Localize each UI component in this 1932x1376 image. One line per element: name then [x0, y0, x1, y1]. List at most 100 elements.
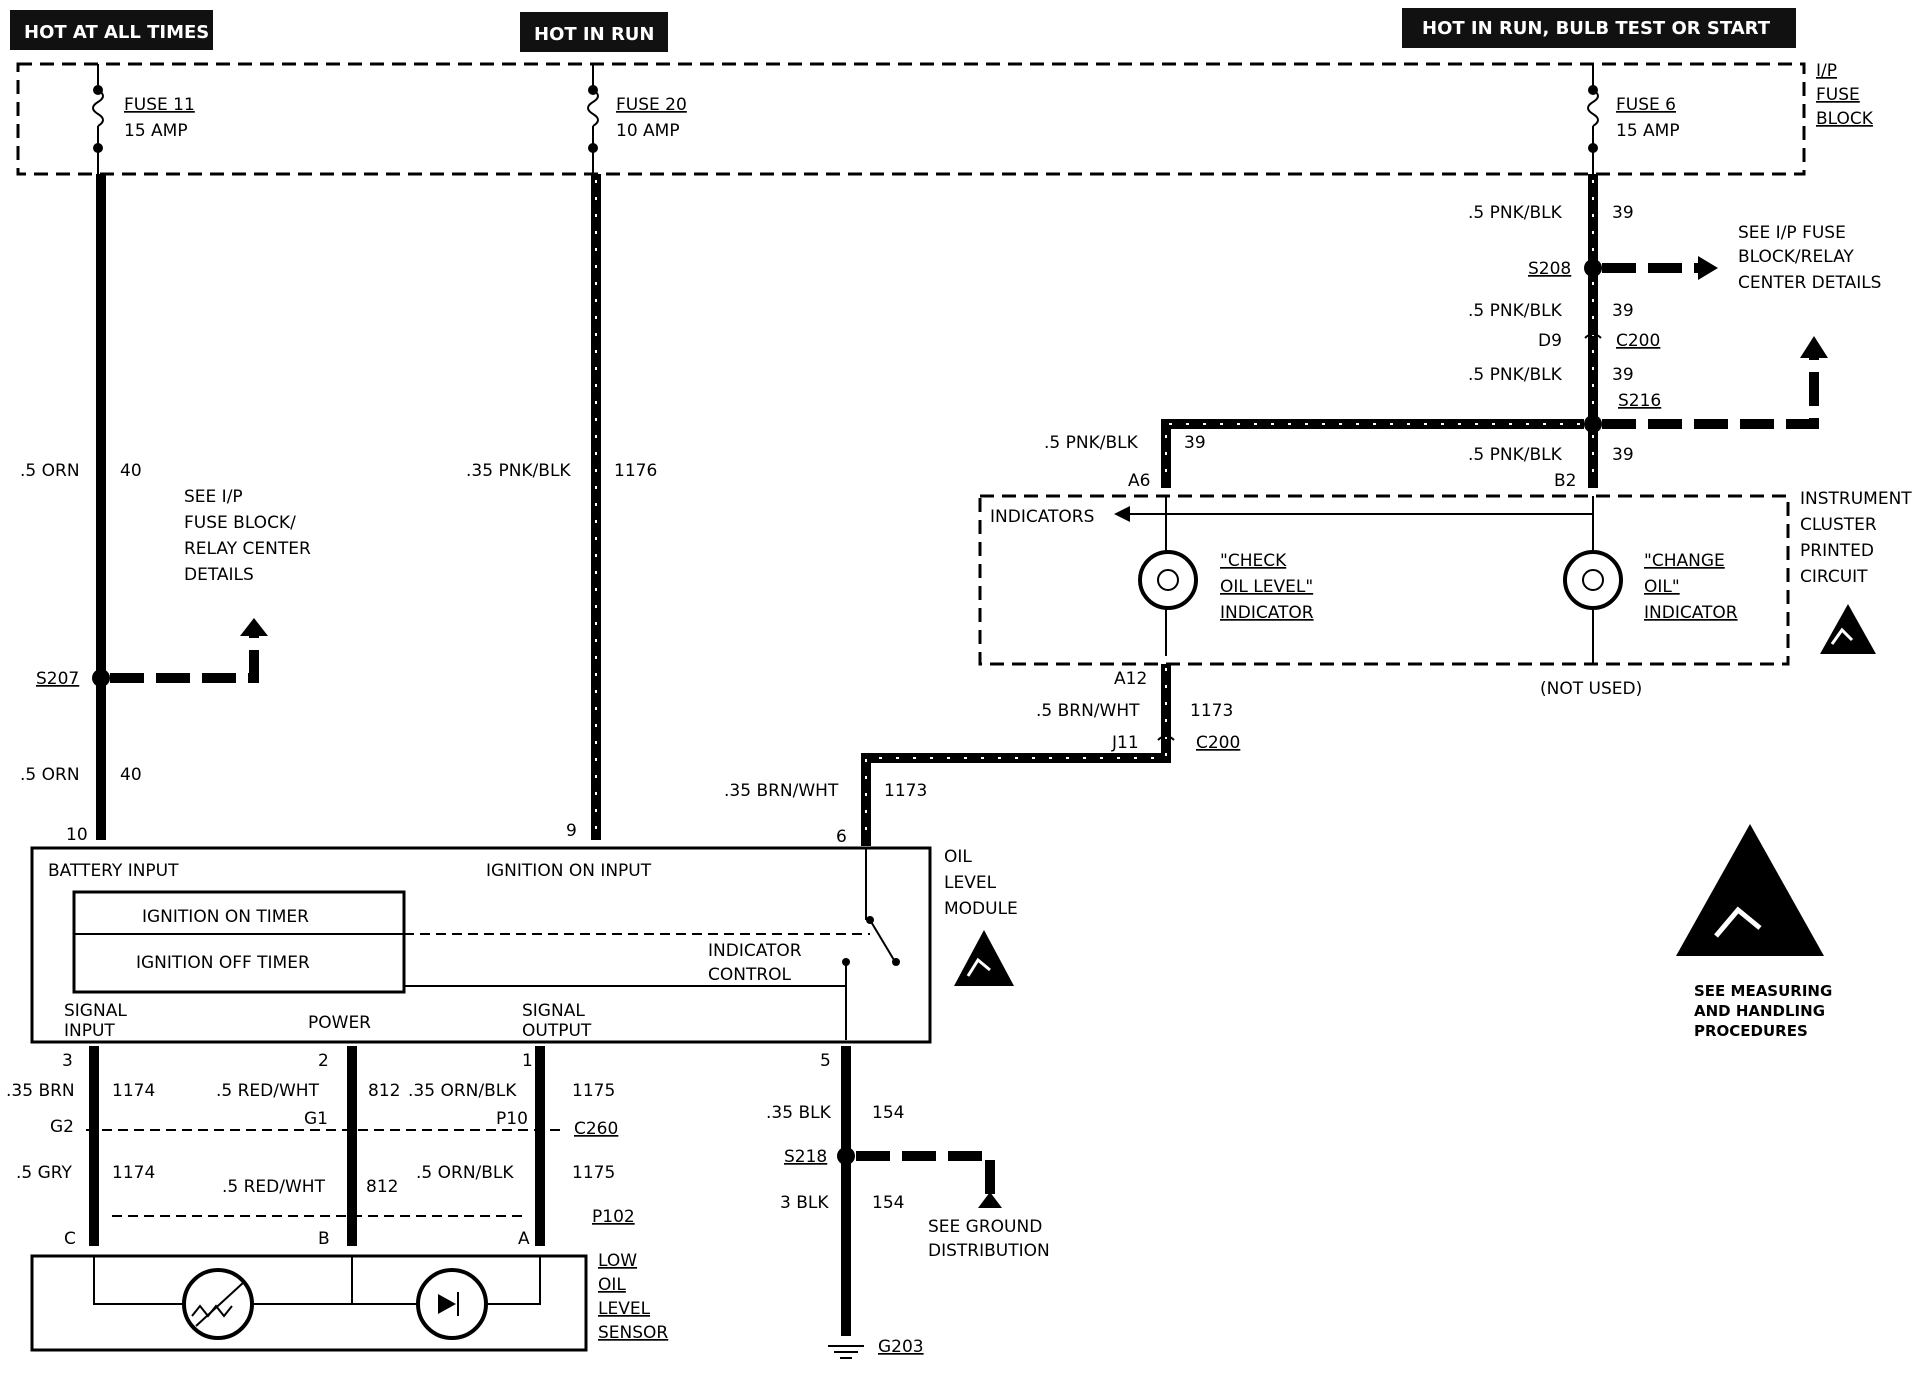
- see-ip-left-3: RELAY CENTER: [184, 539, 311, 559]
- ign-on-timer-label: IGNITION ON TIMER: [142, 907, 309, 927]
- signal-output-label-1: SIGNAL: [522, 1001, 585, 1021]
- fuse-block-label-1: I/P: [1816, 61, 1837, 81]
- change-oil-lamp: [1563, 550, 1623, 610]
- battery-input-label: BATTERY INPUT: [48, 861, 179, 881]
- fuse-block-label-3: BLOCK: [1816, 109, 1874, 129]
- fuse-block-label-2: FUSE: [1816, 85, 1860, 105]
- wire-label-r4: .5 PNK/BLK: [1468, 445, 1563, 465]
- indicator-control-label-1: INDICATOR: [708, 941, 802, 961]
- connector-a6: A6: [1128, 471, 1150, 491]
- wire-num-r4: 39: [1612, 445, 1634, 465]
- change-oil-label-2: OIL": [1644, 577, 1680, 597]
- wire-label-redwht-a: .5 RED/WHT: [216, 1081, 320, 1101]
- cluster-title-1: INSTRUMENT: [1800, 489, 1912, 509]
- sensor-title-3: LEVEL: [598, 1299, 651, 1319]
- header-hot-in-run-bulb-test: HOT IN RUN, BULB TEST OR START: [1402, 8, 1796, 48]
- pin-3: 3: [62, 1051, 73, 1071]
- connector-p10: P10: [496, 1109, 528, 1129]
- see-ip-left-1: SEE I/P: [184, 487, 243, 507]
- cluster-title-4: CIRCUIT: [1800, 567, 1868, 587]
- wire-label-brnwht-a: .5 BRN/WHT: [1036, 701, 1140, 721]
- sensor-internal-wiring: [93, 1256, 541, 1305]
- ground-symbol-icon: [828, 1345, 864, 1359]
- wire-label-r2: .5 PNK/BLK: [1468, 301, 1563, 321]
- wire-num-gry: 1174: [112, 1163, 155, 1183]
- svg-text:10 AMP: 10 AMP: [616, 121, 680, 141]
- esd-note-1: SEE MEASURING: [1694, 982, 1832, 1000]
- module-title-3: MODULE: [944, 899, 1018, 919]
- wire-num-pnkblk-1176: 1176: [614, 461, 657, 481]
- svg-text:FUSE 11: FUSE 11: [124, 95, 195, 115]
- oil-level-module: [30, 846, 932, 1044]
- s218-branch: [856, 1151, 995, 1196]
- splice-s207: [92, 669, 110, 687]
- header-hot-at-all-times: HOT AT ALL TIMES: [10, 10, 213, 50]
- wire-num-r1: 39: [1612, 203, 1634, 223]
- ground-arrow-icon: [978, 1192, 1002, 1208]
- pin-1: 1: [522, 1051, 533, 1071]
- wire-label-ornblk-a: .35 ORN/BLK: [408, 1081, 517, 1101]
- wire-num-brnwht-b: 1173: [884, 781, 927, 801]
- wire-num-orn-top: 40: [120, 461, 142, 481]
- connector-b2: B2: [1554, 471, 1576, 491]
- pin-9: 9: [566, 821, 577, 841]
- wire-label-r3: .5 PNK/BLK: [1468, 365, 1563, 385]
- esd-note-3: PROCEDURES: [1694, 1022, 1808, 1040]
- ign-off-timer-label: IGNITION OFF TIMER: [136, 953, 310, 973]
- splice-label-s218: S218: [784, 1147, 827, 1167]
- svg-text:HOT AT ALL TIMES: HOT AT ALL TIMES: [24, 22, 209, 43]
- see-ip-right-3: CENTER DETAILS: [1738, 273, 1881, 293]
- pin-6: 6: [836, 827, 847, 847]
- wire-label-orn-top: .5 ORN: [20, 461, 80, 481]
- cluster-title-2: CLUSTER: [1800, 515, 1877, 535]
- wire-num-orn-bot: 40: [120, 765, 142, 785]
- not-used-label: (NOT USED): [1540, 679, 1642, 699]
- pin-10: 10: [66, 825, 88, 845]
- svg-text:15 AMP: 15 AMP: [124, 121, 188, 141]
- splice-label-s207: S207: [36, 669, 79, 689]
- change-oil-label-3: INDICATOR: [1644, 603, 1738, 623]
- see-ip-left-2: FUSE BLOCK/: [184, 513, 296, 533]
- wire-num-r3: 39: [1612, 365, 1634, 385]
- power-label: POWER: [308, 1013, 371, 1033]
- wire-label-gry: .5 GRY: [16, 1163, 73, 1183]
- cluster-title-3: PRINTED: [1800, 541, 1874, 561]
- see-ip-left-4: DETAILS: [184, 565, 254, 585]
- connector-label-c260: C260: [574, 1119, 618, 1139]
- ground-ref-g203: G203: [878, 1337, 924, 1357]
- wire-label-l4: .5 PNK/BLK: [1044, 433, 1139, 453]
- check-oil-label-3: INDICATOR: [1220, 603, 1314, 623]
- connector-g2: G2: [50, 1117, 74, 1137]
- splice-label-s216: S216: [1618, 391, 1661, 411]
- wire-label-blk-a: .35 BLK: [766, 1103, 832, 1123]
- esd-note-2: AND HANDLING: [1694, 1002, 1825, 1020]
- wire-pnkblk-39-left: [1161, 419, 1584, 488]
- fuse-11: FUSE 11 15 AMP: [92, 64, 195, 174]
- sensor-title-1: LOW: [598, 1251, 637, 1271]
- wire-num-brnwht-a: 1173: [1190, 701, 1233, 721]
- connector-d9: D9: [1538, 331, 1562, 351]
- splice-s208: [1584, 259, 1602, 277]
- pin-c: C: [64, 1229, 76, 1249]
- arrow-up-icon: [240, 618, 268, 636]
- wire-num-blk-a: 154: [872, 1103, 904, 1123]
- wire-num-l4: 39: [1184, 433, 1206, 453]
- connector-g1: G1: [304, 1109, 328, 1129]
- pin-a: A: [518, 1229, 530, 1249]
- wire-brnwht-1173: [861, 664, 1171, 846]
- esd-warning-icon: [1676, 824, 1824, 956]
- check-oil-label-1: "CHECK: [1220, 551, 1287, 571]
- svg-text:HOT IN RUN, BULB TEST OR START: HOT IN RUN, BULB TEST OR START: [1422, 18, 1771, 39]
- see-ground-2: DISTRIBUTION: [928, 1241, 1050, 1261]
- instrument-cluster-outline: [978, 494, 1790, 666]
- pin-2: 2: [318, 1051, 329, 1071]
- connector-label-p102: P102: [592, 1207, 635, 1227]
- connector-j11: J11: [1111, 733, 1139, 753]
- check-oil-label-2: OIL LEVEL": [1220, 577, 1313, 597]
- wire-label-redwht-b: .5 RED/WHT: [222, 1177, 326, 1197]
- see-ip-right-2: BLOCK/RELAY: [1738, 247, 1854, 267]
- wire-num-redwht-b: 812: [366, 1177, 398, 1197]
- module-title-2: LEVEL: [944, 873, 997, 893]
- svg-text:FUSE 6: FUSE 6: [1616, 95, 1676, 115]
